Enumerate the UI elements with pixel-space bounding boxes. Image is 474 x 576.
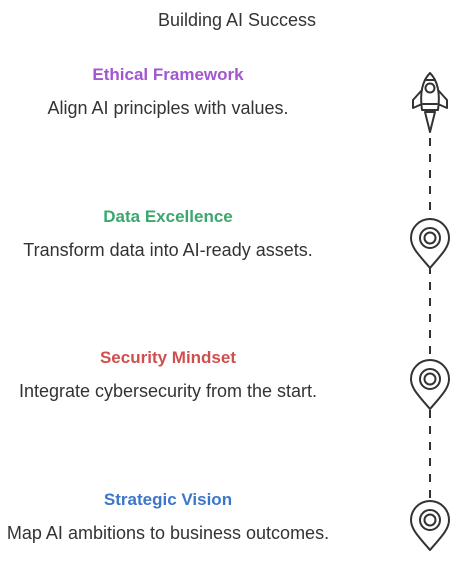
step-heading-ethical-framework: Ethical Framework [92, 65, 244, 84]
step-description-data-excellence: Transform data into AI-ready assets. [23, 240, 313, 260]
step-heading-strategic-vision: Strategic Vision [103, 490, 233, 509]
step-description-security-mindset: Integrate cybersecurity from the start. [18, 381, 318, 401]
step-heading-data-excellence: Data Excellence [103, 207, 233, 226]
location-pin-icon [410, 218, 450, 269]
step-description-strategic-vision: Map AI ambitions to business outcomes. [6, 523, 330, 543]
location-pin-icon [410, 500, 450, 551]
rocket-icon [412, 72, 448, 133]
location-pin-icon [410, 359, 450, 410]
step-heading-security-mindset: Security Mindset [99, 348, 237, 367]
step-description-ethical-framework: Align AI principles with values. [47, 98, 289, 118]
diagram-title: Building AI Success [157, 10, 317, 30]
